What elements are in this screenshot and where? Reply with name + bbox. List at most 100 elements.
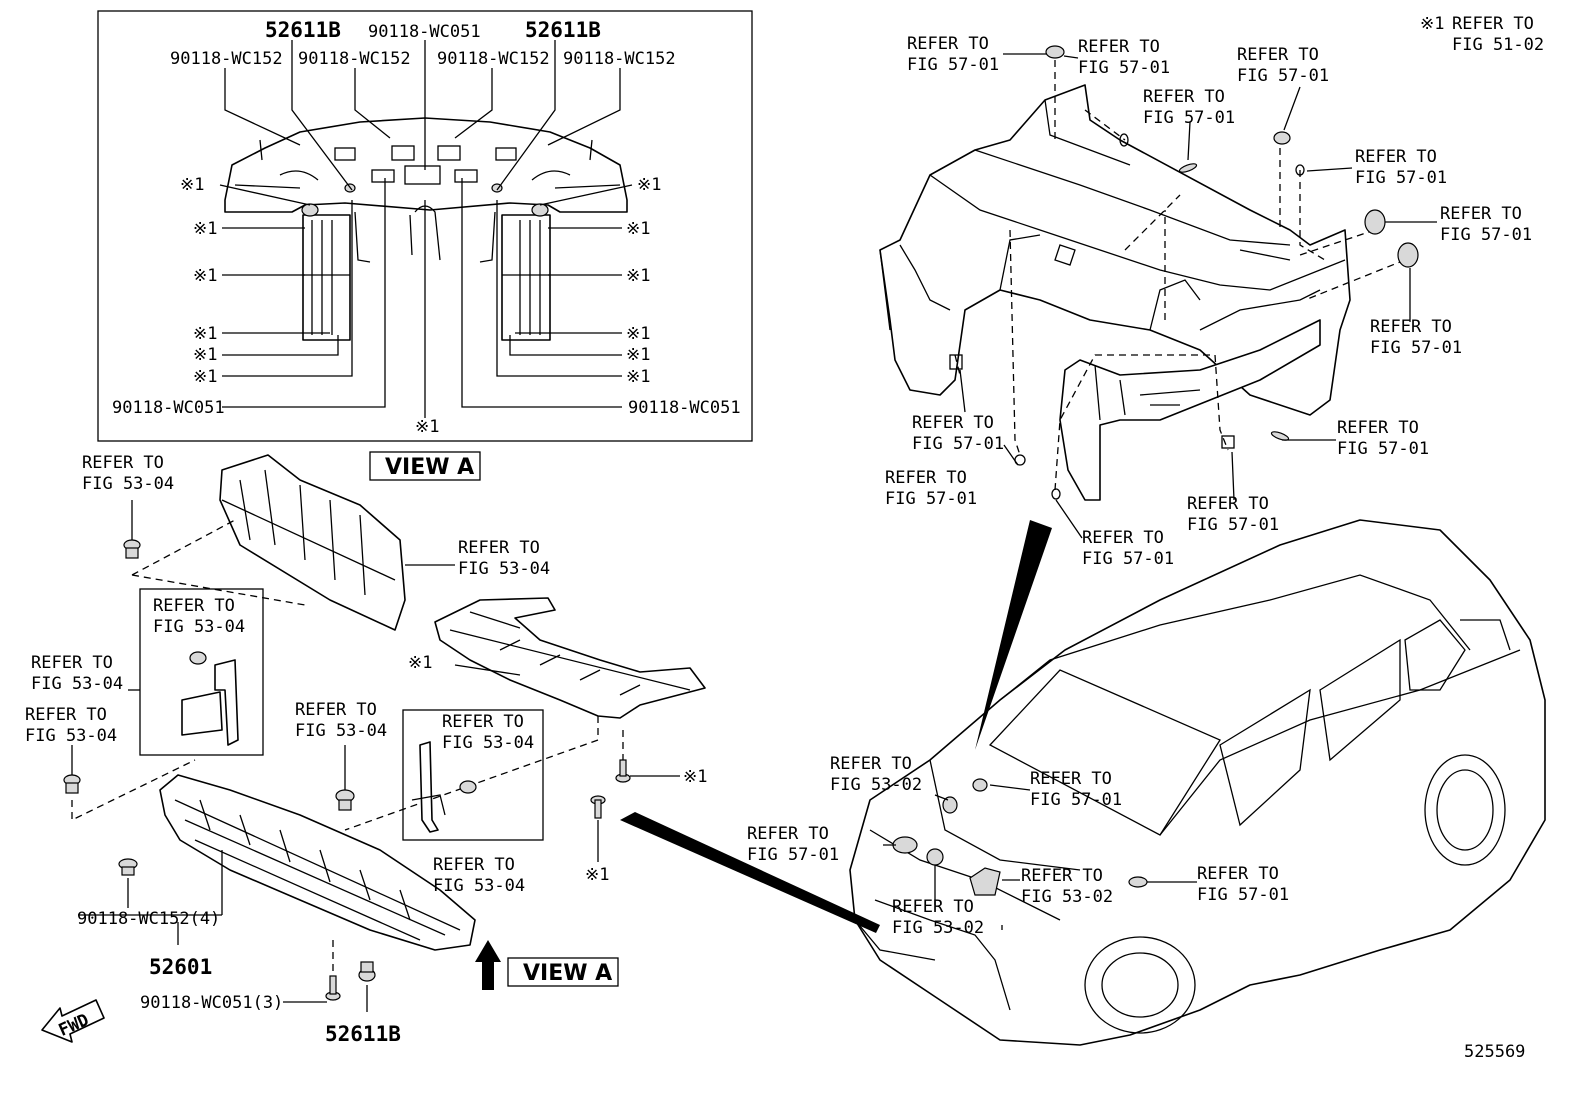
- fig-left-3: FIG 53-04: [153, 617, 245, 637]
- refer-car-4: REFER TO: [1021, 866, 1103, 886]
- label-90118-wc051-3pcs: 90118-WC051(3): [140, 993, 283, 1013]
- inset-mark-l4: ※1: [193, 324, 217, 344]
- refer-body-12: REFER TO: [1082, 528, 1164, 548]
- note-refer: REFER TO: [1452, 14, 1534, 34]
- refer-car-2: REFER TO: [1030, 769, 1112, 789]
- refer-body-9: REFER TO: [1337, 418, 1419, 438]
- nut-icon-lower-left: [118, 858, 138, 876]
- label-90118-wc051-right: 90118-WC051: [628, 398, 741, 418]
- bracket-drawing-left: [181, 651, 239, 746]
- inset-mark-l6: ※1: [193, 367, 217, 387]
- fig-left-4: FIG 53-04: [31, 674, 123, 694]
- vehicle-fasteners: [892, 778, 1148, 896]
- fig-car-4: FIG 53-02: [1021, 887, 1113, 907]
- mark-bolt-a: ※1: [683, 767, 707, 787]
- label-52611b-right: 52611B: [525, 18, 601, 42]
- refer-left-3: REFER TO: [153, 596, 235, 616]
- pointer-wedge-bumper: [620, 812, 880, 933]
- bolt-icon-lower: [325, 975, 341, 1001]
- front-body-structure-drawing: [879, 84, 1351, 501]
- fig-body-6: FIG 57-01: [1440, 225, 1532, 245]
- refer-body-5: REFER TO: [1355, 147, 1437, 167]
- refer-body-8: REFER TO: [912, 413, 994, 433]
- refer-left-7: REFER TO: [442, 712, 524, 732]
- view-a-box-bottom: [507, 957, 619, 987]
- clip-icon-center: [335, 789, 355, 811]
- inset-mark-r4: ※1: [626, 324, 650, 344]
- fig-left-6: FIG 53-04: [295, 721, 387, 741]
- inset-mark-r3: ※1: [626, 266, 650, 286]
- fig-left-1: FIG 53-04: [82, 474, 174, 494]
- inset-mark-r5: ※1: [626, 345, 650, 365]
- label-52611b-bottom: 52611B: [325, 1022, 401, 1046]
- clip-icon-upper-left: [123, 539, 141, 559]
- refer-body-4: REFER TO: [1143, 87, 1225, 107]
- label-90118-wc152-1: 90118-WC152: [170, 49, 283, 69]
- refer-body-7: REFER TO: [1370, 317, 1452, 337]
- fig-left-8: FIG 53-04: [433, 876, 525, 896]
- fig-car-1: FIG 53-02: [830, 775, 922, 795]
- inset-mark-l2: ※1: [193, 219, 217, 239]
- view-a-leader-lines: [219, 40, 633, 418]
- fig-car-6: FIG 53-02: [892, 918, 984, 938]
- fig-left-5: FIG 53-04: [25, 726, 117, 746]
- refer-left-2: REFER TO: [458, 538, 540, 558]
- refer-body-6: REFER TO: [1440, 204, 1522, 224]
- refer-left-1: REFER TO: [82, 453, 164, 473]
- view-a-inset-frame: [97, 10, 753, 442]
- inset-mark-r1: ※1: [637, 175, 661, 195]
- fig-body-12: FIG 57-01: [1082, 549, 1174, 569]
- refer-car-1: REFER TO: [830, 754, 912, 774]
- body-frame-dash-lines: [954, 60, 1406, 491]
- refer-car-6: REFER TO: [892, 897, 974, 917]
- fig-left-2: FIG 53-04: [458, 559, 550, 579]
- body-fasteners: [949, 45, 1419, 500]
- refer-car-5: REFER TO: [1197, 864, 1279, 884]
- fig-car-2: FIG 57-01: [1030, 790, 1122, 810]
- label-90118-wc051-top: 90118-WC051: [368, 22, 481, 42]
- inset-mark-l3: ※1: [193, 266, 217, 286]
- fig-body-11: FIG 57-01: [1187, 515, 1279, 535]
- refer-body-2: REFER TO: [1078, 37, 1160, 57]
- refer-car-3: REFER TO: [747, 824, 829, 844]
- label-90118-wc152-4pcs: 90118-WC152(4): [77, 909, 220, 929]
- refer-left-5: REFER TO: [25, 705, 107, 725]
- refer-body-1: REFER TO: [907, 34, 989, 54]
- fig-body-7: FIG 57-01: [1370, 338, 1462, 358]
- bracket-detail-box-left: [139, 588, 264, 756]
- fig-body-10: FIG 57-01: [885, 489, 977, 509]
- fig-body-4: FIG 57-01: [1143, 108, 1235, 128]
- inset-mark-r6: ※1: [626, 367, 650, 387]
- refer-left-8: REFER TO: [433, 855, 515, 875]
- pointer-wedge-body: [975, 520, 1052, 750]
- label-90118-wc152-4: 90118-WC152: [563, 49, 676, 69]
- fig-car-5: FIG 57-01: [1197, 885, 1289, 905]
- note-mark: ※1: [1420, 14, 1444, 34]
- fig-body-5: FIG 57-01: [1355, 168, 1447, 188]
- inset-mark-l1: ※1: [180, 175, 204, 195]
- inset-mark-bottom: ※1: [415, 417, 439, 437]
- refer-body-10: REFER TO: [885, 468, 967, 488]
- label-52611b-left: 52611B: [265, 18, 341, 42]
- view-a-label-top: VIEW A: [385, 455, 474, 480]
- fig-body-2: FIG 57-01: [1078, 58, 1170, 78]
- fig-car-3: FIG 57-01: [747, 845, 839, 865]
- label-90118-wc152-3: 90118-WC152: [437, 49, 550, 69]
- mark-under-cover: ※1: [408, 653, 432, 673]
- view-a-label-bottom: VIEW A: [523, 961, 612, 986]
- view-a-arrow-icon: [475, 940, 501, 990]
- refer-left-6: REFER TO: [295, 700, 377, 720]
- view-a-radiator-support-drawing: [224, 117, 628, 341]
- fig-body-8: FIG 57-01: [912, 434, 1004, 454]
- fig-left-7: FIG 53-04: [442, 733, 534, 753]
- refer-body-11: REFER TO: [1187, 494, 1269, 514]
- refer-left-4: REFER TO: [31, 653, 113, 673]
- label-90118-wc152-2: 90118-WC152: [298, 49, 411, 69]
- label-52601: 52601: [149, 955, 212, 979]
- bracket-drawing-right: [411, 741, 477, 833]
- refer-body-3: REFER TO: [1237, 45, 1319, 65]
- fwd-arrow-icon: [41, 999, 105, 1043]
- note-fig: FIG 51-02: [1452, 35, 1544, 55]
- engine-under-cover-drawing: [434, 597, 706, 719]
